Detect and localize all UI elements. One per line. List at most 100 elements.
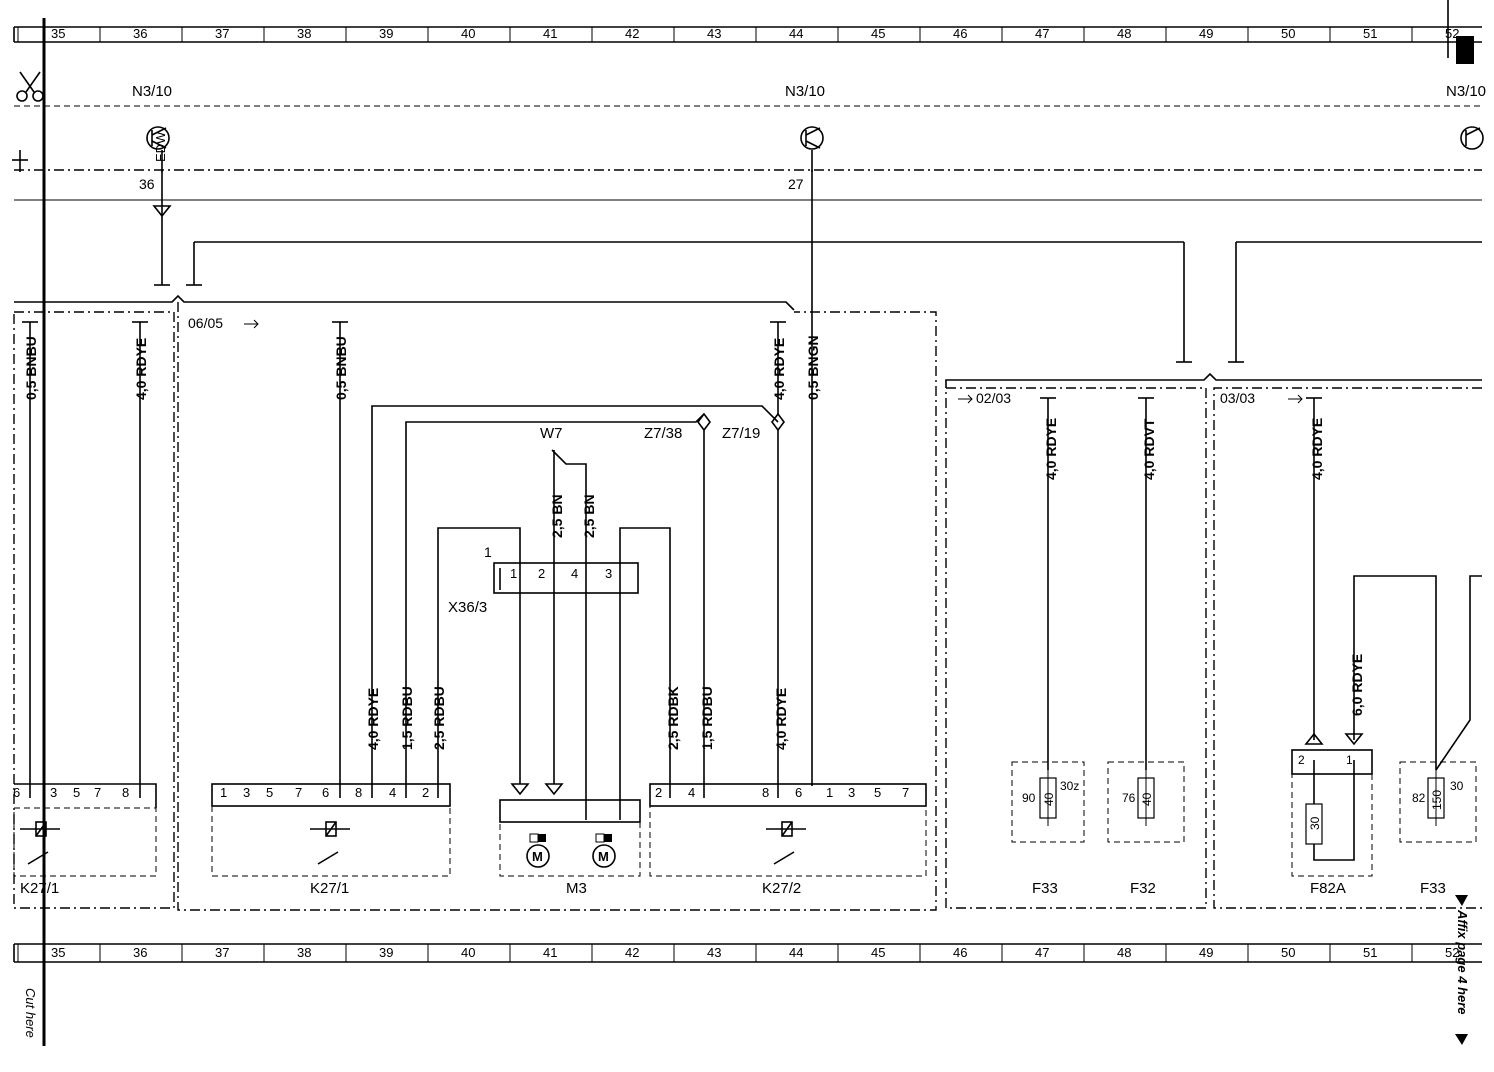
grid-column-number: 49 xyxy=(1199,26,1213,41)
grid-column-number: 35 xyxy=(51,945,65,960)
relay-coil-icon xyxy=(310,821,350,865)
k271-left-pins: 6 3 5 7 8 xyxy=(13,785,129,800)
f82a-rating: 30 xyxy=(1308,816,1322,830)
grid-column-number: 35 xyxy=(51,26,65,41)
k271-label: K27/1 xyxy=(310,880,349,897)
wire-left-bnbu: 0,5 BNBU xyxy=(23,336,39,400)
z738-label: Z7/38 xyxy=(644,425,682,442)
grid-column-number: 43 xyxy=(707,26,721,41)
wire-f32-rdvt: 4,0 RDVT xyxy=(1141,418,1157,480)
svg-text:8: 8 xyxy=(122,785,129,800)
f32-label: F32 xyxy=(1130,880,1156,897)
grid-column-number: 39 xyxy=(379,26,393,41)
x363-pin1: 1 xyxy=(484,544,492,560)
wire-k271-rdbu-15: 1,5 RDBU xyxy=(399,686,415,750)
grid-column-number: 48 xyxy=(1117,945,1131,960)
svg-text:6: 6 xyxy=(795,785,802,800)
affix-arrow-bottom xyxy=(1455,1034,1468,1045)
svg-text:1: 1 xyxy=(826,785,833,800)
grid-column-number: 39 xyxy=(379,945,393,960)
grid-column-number: 38 xyxy=(297,26,311,41)
svg-text:7: 7 xyxy=(902,785,909,800)
svg-text:5: 5 xyxy=(73,785,80,800)
grid-column-number: 36 xyxy=(133,26,147,41)
grid-column-number: 47 xyxy=(1035,26,1049,41)
wire-k271-rdbu-25: 2,5 RDBU xyxy=(431,686,447,750)
grid-column-number: 46 xyxy=(953,26,967,41)
grid-column-number: 42 xyxy=(625,26,639,41)
wire-k271-rdye: 4,0 RDYE xyxy=(365,688,381,750)
z719-label: Z7/19 xyxy=(722,425,760,442)
svg-text:7: 7 xyxy=(295,785,302,800)
page-ref-0203: 02/03 xyxy=(976,390,1011,406)
motor-icon: M M xyxy=(526,833,616,868)
cut-here-note: Cut here xyxy=(23,988,38,1038)
grid-column-number: 47 xyxy=(1035,945,1049,960)
svg-text:5: 5 xyxy=(266,785,273,800)
wire-f33-rdye: 4,0 RDYE xyxy=(1043,418,1059,480)
f33r-pin-b: 30 xyxy=(1450,779,1464,793)
svg-text:8: 8 xyxy=(762,785,769,800)
n310-label-2: N3/10 xyxy=(785,83,825,100)
wire-w7-bn-b: 2,5 BN xyxy=(581,494,597,538)
grid-column-number: 37 xyxy=(215,26,229,41)
m3-label: M3 xyxy=(566,880,587,897)
transistor-icon xyxy=(146,126,1484,150)
grid-column-number: 45 xyxy=(871,26,885,41)
x363-pins: 1 2 4 3 xyxy=(510,566,612,581)
svg-text:6: 6 xyxy=(322,785,329,800)
x363-label: X36/3 xyxy=(448,599,487,616)
svg-text:8: 8 xyxy=(355,785,362,800)
grid-column-number: 44 xyxy=(789,945,803,960)
svg-text:M: M xyxy=(532,849,543,864)
grid-column-number: 36 xyxy=(133,945,147,960)
relay-coil-icon xyxy=(20,821,60,865)
svg-text:2: 2 xyxy=(655,785,662,800)
grid-column-number: 52 xyxy=(1445,945,1459,960)
wire-w7-bn-a: 2,5 BN xyxy=(549,494,565,538)
f33-rating: 40 xyxy=(1042,792,1056,806)
wire-top-bngn: 0,5 BNGN xyxy=(805,335,821,400)
grid-column-number: 46 xyxy=(953,945,967,960)
svg-text:7: 7 xyxy=(94,785,101,800)
page-marker xyxy=(1456,36,1474,64)
wire-f82a-rdye-6: 6,0 RDYE xyxy=(1349,654,1365,716)
page-ref-0605: 06/05 xyxy=(188,315,223,331)
k272-pins: 2 4 8 6 1 3 5 7 xyxy=(655,785,909,800)
wire-f82a-rdye: 4,0 RDYE xyxy=(1309,418,1325,480)
wire-k272-rdbu: 1,5 RDBU xyxy=(699,686,715,750)
pin-36: 36 xyxy=(139,176,155,192)
grid-column-number: 43 xyxy=(707,945,721,960)
svg-text:6: 6 xyxy=(13,785,20,800)
f33-pin-a: 90 xyxy=(1022,791,1036,805)
relay-coil-icon xyxy=(766,821,806,865)
grid-column-number: 48 xyxy=(1117,26,1131,41)
wire-mid-bnbu: 0,5 BNBU xyxy=(333,336,349,400)
f82a-pin-a: 2 xyxy=(1298,753,1305,767)
grid-column-number: 51 xyxy=(1363,945,1377,960)
grid-column-number: 38 xyxy=(297,945,311,960)
f32-rating: 40 xyxy=(1140,792,1154,806)
w7-label: W7 xyxy=(540,425,563,442)
wire-k272-rdbk: 2,5 RDBK xyxy=(665,686,681,750)
grid-column-number: 45 xyxy=(871,945,885,960)
svg-text:4: 4 xyxy=(389,785,396,800)
f82a-pin-b: 1 xyxy=(1346,753,1353,767)
f82a-label: F82A xyxy=(1310,880,1346,897)
grid-column-number: 41 xyxy=(543,945,557,960)
svg-text:2: 2 xyxy=(422,785,429,800)
edw-pin-label: EDW xyxy=(153,131,168,162)
n310-label-1: N3/10 xyxy=(132,83,172,100)
grid-column-number: 49 xyxy=(1199,945,1213,960)
k271-left-label: K27/1 xyxy=(20,880,59,897)
svg-text:3: 3 xyxy=(50,785,57,800)
grid-column-number: 50 xyxy=(1281,26,1295,41)
grid-column-number: 50 xyxy=(1281,945,1295,960)
svg-text:3: 3 xyxy=(848,785,855,800)
scissors-icon xyxy=(16,71,44,102)
f33-label: F33 xyxy=(1032,880,1058,897)
wire-k272-rdye: 4,0 RDYE xyxy=(773,688,789,750)
f32-pin-a: 76 xyxy=(1122,791,1136,805)
